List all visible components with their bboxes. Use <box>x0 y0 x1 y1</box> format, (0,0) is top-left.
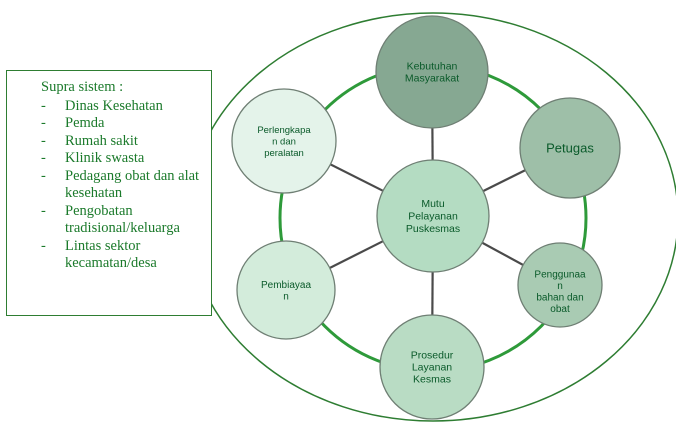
node-petugas-line-0: Petugas <box>546 141 594 156</box>
node-pembiayaan-line-0: Pembiayaa <box>261 280 311 291</box>
node-penggunaan-line-0: Penggunaa <box>534 269 586 280</box>
node-prosedur-line-2: Kesmas <box>413 374 451 386</box>
nodes: KebutuhanMasyarakatPetugasPenggunaanbaha… <box>231 15 621 420</box>
supra-system-box: Supra sistem : Dinas Kesehatan Pemda Rum… <box>6 70 212 316</box>
node-perlengkapan-circle <box>231 88 337 194</box>
node-kebutuhan-line-1: Masyarakat <box>405 73 459 85</box>
center-node-line-0: Mutu <box>421 198 445 210</box>
supra-item-lintas-sektor: Lintas sektor kecamatan/desa <box>41 238 205 273</box>
node-petugas-label: Petugas <box>546 141 594 156</box>
center-node-line-1: Pelayanan <box>408 211 458 223</box>
supra-system-title: Supra sistem : <box>41 79 124 95</box>
node-pembiayaan-line-1: n <box>283 291 289 302</box>
supra-item-pedagang-obat: Pedagang obat dan alat kesehatan <box>41 168 205 203</box>
center-node-circle <box>376 159 490 273</box>
node-kebutuhan-circle <box>375 15 489 129</box>
supra-item-klinik-swasta: Klinik swasta <box>41 150 205 168</box>
supra-system-list: Dinas Kesehatan Pemda Rumah sakit Klinik… <box>41 98 205 273</box>
node-kebutuhan-line-0: Kebutuhan <box>407 61 458 73</box>
supra-item-pengobatan: Pengobatan tradisional/keluarga <box>41 203 205 238</box>
node-prosedur-line-0: Prosedur <box>411 350 454 362</box>
node-perlengkapan-line-2: peralatan <box>264 148 304 159</box>
supra-item-pemda: Pemda <box>41 115 205 133</box>
node-prosedur-line-1: Layanan <box>412 362 452 374</box>
node-petugas-circle <box>519 97 621 199</box>
node-penggunaan-circle <box>517 242 603 328</box>
node-penggunaan-line-3: obat <box>550 304 570 315</box>
supra-item-dinas-kesehatan: Dinas Kesehatan <box>41 98 205 116</box>
node-perlengkapan-line-0: Perlengkapa <box>257 125 311 136</box>
node-penggunaan-line-1: n <box>557 281 563 292</box>
node-perlengkapan-line-1: n dan <box>272 136 296 147</box>
node-penggunaan-line-2: bahan dan <box>536 292 583 303</box>
supra-item-rumah-sakit: Rumah sakit <box>41 133 205 151</box>
node-prosedur-circle <box>379 314 485 420</box>
center-node-line-2: Puskesmas <box>406 223 460 235</box>
node-pembiayaan-circle <box>236 240 336 340</box>
node-petugas: Petugas <box>519 97 621 199</box>
